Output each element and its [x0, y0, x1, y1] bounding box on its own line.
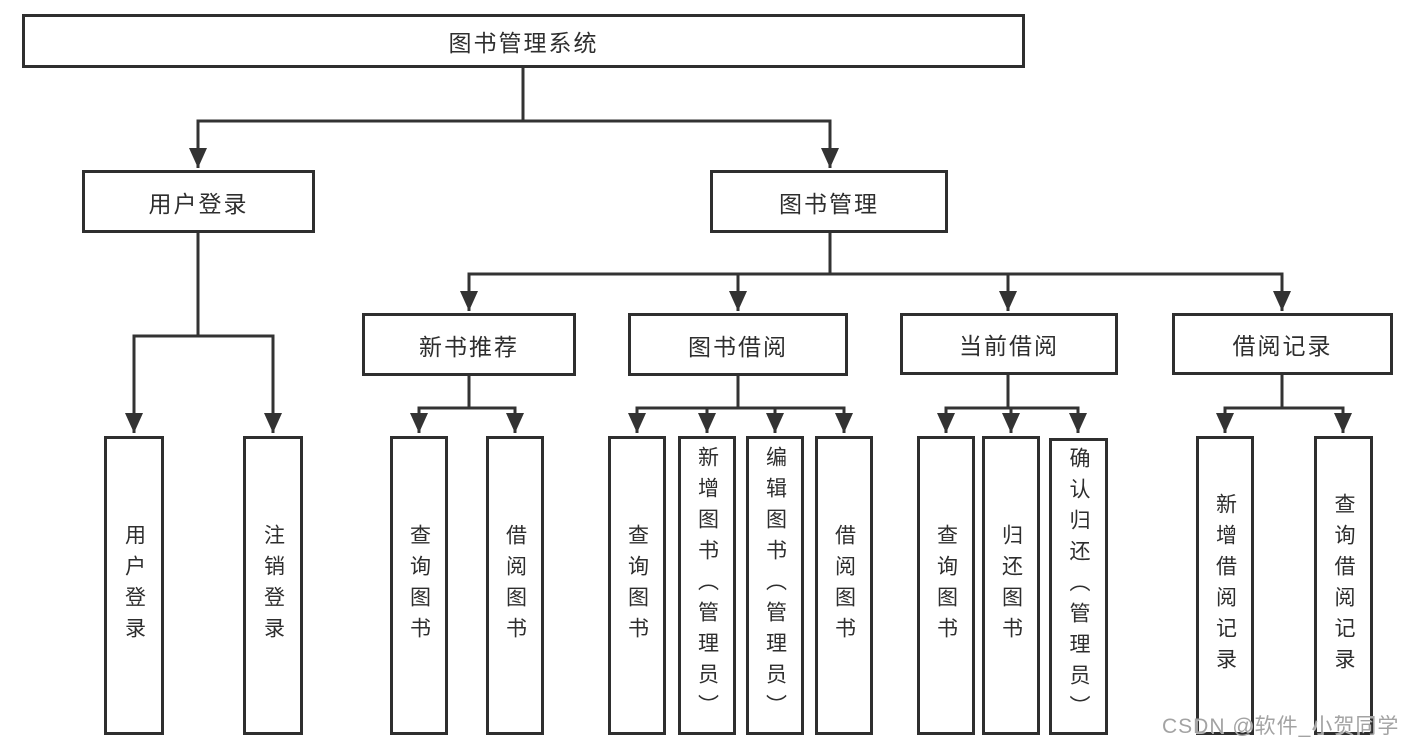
leaf-edit-book-admin: 编辑图书（管理员） — [746, 436, 804, 735]
leaf-logout-label: 注销登录 — [261, 523, 285, 648]
leaf-user-login-label: 用户登录 — [122, 523, 146, 648]
connector-arrows — [125, 121, 1352, 433]
node-new-book-recommend-label: 新书推荐 — [419, 333, 519, 360]
leaf-return-books-label: 归还图书 — [999, 523, 1023, 648]
node-current-borrow-label: 当前借阅 — [959, 333, 1059, 359]
node-root: 图书管理系统 — [22, 14, 1025, 68]
leaf-logout: 注销登录 — [243, 436, 303, 735]
leaf-query-borrow-record: 查询借阅记录 — [1314, 436, 1373, 735]
leaf-confirm-return-admin: 确认归还（管理员） — [1049, 438, 1108, 735]
watermark-text: CSDN @软件_小贺同学 — [1162, 715, 1400, 738]
leaf-confirm-return-admin-label: 确认归还（管理员） — [1067, 447, 1090, 726]
node-borrow-records-label: 借阅记录 — [1232, 333, 1333, 359]
node-book-borrow-label: 图书借阅 — [688, 333, 788, 360]
leaf-add-borrow-record-label: 新增借阅记录 — [1213, 492, 1237, 679]
leaf-borrow-books-1-label: 借阅图书 — [503, 523, 527, 648]
leaf-query-books-2-label: 查询图书 — [625, 523, 649, 648]
leaf-add-book-admin: 新增图书（管理员） — [678, 436, 736, 735]
leaf-borrow-books-2: 借阅图书 — [815, 436, 873, 735]
leaf-edit-book-admin-label: 编辑图书（管理员） — [763, 446, 787, 725]
leaf-return-books: 归还图书 — [982, 436, 1040, 735]
leaf-query-books-3-label: 查询图书 — [934, 523, 958, 648]
leaf-borrow-books-1: 借阅图书 — [486, 436, 544, 735]
leaf-query-books-2: 查询图书 — [608, 436, 666, 735]
node-book-borrow: 图书借阅 — [628, 313, 848, 376]
node-new-book-recommend: 新书推荐 — [362, 313, 576, 376]
leaf-query-books-1: 查询图书 — [390, 436, 448, 735]
leaf-query-books-3: 查询图书 — [917, 436, 975, 735]
node-book-management-label: 图书管理 — [779, 190, 879, 217]
node-book-management: 图书管理 — [710, 170, 948, 233]
leaf-borrow-books-2-label: 借阅图书 — [832, 523, 856, 648]
node-user-login-label: 用户登录 — [148, 190, 249, 217]
node-root-label: 图书管理系统 — [448, 30, 599, 56]
leaf-query-books-1-label: 查询图书 — [407, 523, 431, 648]
leaf-add-borrow-record: 新增借阅记录 — [1196, 436, 1254, 735]
node-user-login: 用户登录 — [82, 170, 315, 233]
node-borrow-records: 借阅记录 — [1172, 313, 1393, 375]
leaf-add-book-admin-label: 新增图书（管理员） — [695, 446, 719, 725]
node-current-borrow: 当前借阅 — [900, 313, 1118, 375]
leaf-query-borrow-record-label: 查询借阅记录 — [1332, 492, 1355, 679]
leaf-user-login: 用户登录 — [104, 436, 164, 735]
